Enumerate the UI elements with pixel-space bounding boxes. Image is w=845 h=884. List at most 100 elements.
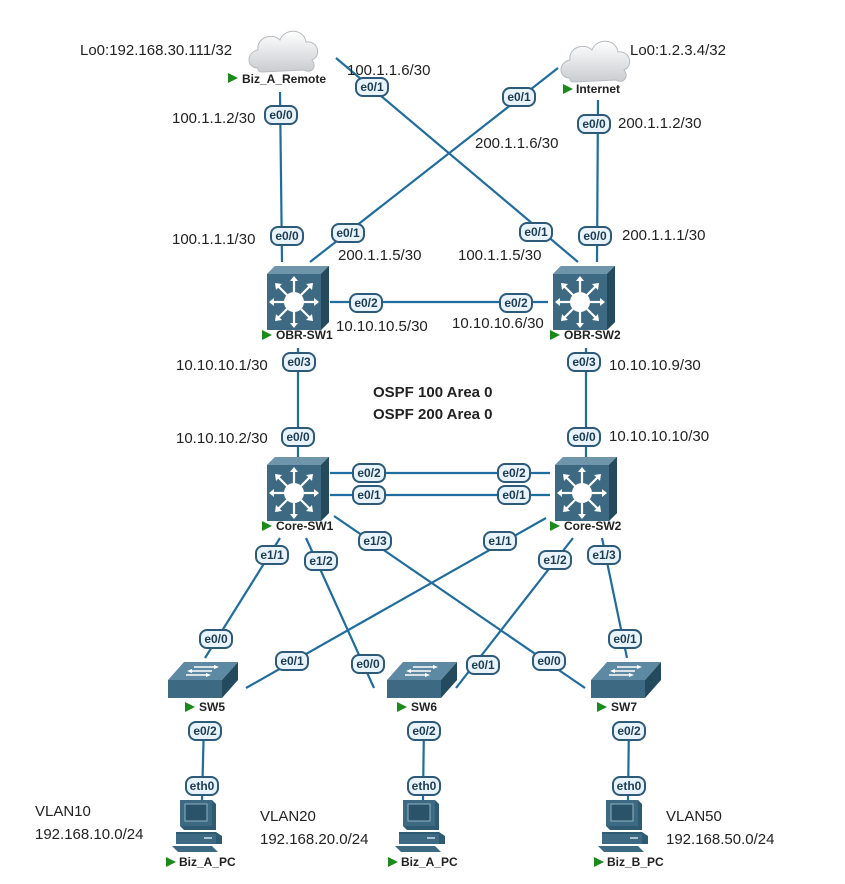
- node-obr-sw1[interactable]: OBR-SW1: [262, 264, 333, 342]
- port-badge-pc3-eth0[interactable]: eth0: [612, 776, 646, 796]
- node-core-sw2[interactable]: Core-SW2: [550, 455, 622, 533]
- port-badge-obr2-e02[interactable]: e0/2: [499, 293, 533, 313]
- port-label: e0/2: [357, 466, 381, 480]
- ip-label: 100.1.1.2/30: [172, 110, 255, 127]
- node-label: SW6: [411, 700, 437, 714]
- port-badge-core2-e00[interactable]: e0/0: [567, 427, 601, 447]
- port-badge-remote-e01[interactable]: e0/1: [355, 77, 389, 97]
- subnet-label: 192.168.50.0/24: [666, 831, 774, 848]
- play-icon: [262, 330, 272, 340]
- port-badge-core2-e01[interactable]: e0/1: [497, 485, 531, 505]
- node-pc2[interactable]: Biz_A_PC VLAN20 192.168.20.0/24: [260, 799, 458, 869]
- node-sw6[interactable]: SW6: [386, 661, 458, 714]
- port-label: e0/0: [582, 117, 606, 131]
- node-label: Biz_A_PC: [401, 855, 458, 869]
- port-badge-frame: [612, 721, 646, 741]
- port-badge-core1-e00[interactable]: e0/0: [281, 427, 315, 447]
- port-badge-sw7-e00[interactable]: e0/0: [532, 651, 566, 671]
- l2-switch-icon: [590, 661, 662, 699]
- port-badge-sw5-e00[interactable]: e0/0: [199, 629, 233, 649]
- port-badge-core1-e01[interactable]: e0/1: [352, 485, 386, 505]
- port-badge-sw7-e01[interactable]: e0/1: [608, 629, 642, 649]
- port-badge-sw7-e02[interactable]: e0/2: [612, 721, 646, 741]
- ip-label: 200.1.1.5/30: [338, 247, 421, 264]
- port-badge-obr1-e03[interactable]: e0/3: [282, 352, 316, 372]
- port-badge-frame: [185, 776, 219, 796]
- port-badge-sw6-e00[interactable]: e0/0: [351, 654, 385, 674]
- port-badge-frame: [270, 226, 304, 246]
- play-icon: [262, 521, 272, 531]
- port-badge-core2-e02[interactable]: e0/2: [497, 463, 531, 483]
- port-badge-frame: [358, 531, 392, 551]
- port-badge-obr2-e01[interactable]: e0/1: [519, 222, 553, 242]
- ospf-label-1: OSPF 100 Area 0: [373, 384, 493, 401]
- port-badge-core2-e12[interactable]: e1/2: [538, 550, 572, 570]
- subnet-label: 192.168.20.0/24: [260, 831, 368, 848]
- port-badge-obr1-e00[interactable]: e0/0: [270, 226, 304, 246]
- port-badge-inet-e01[interactable]: e0/1: [502, 87, 536, 107]
- port-badge-core2-e13[interactable]: e1/3: [587, 545, 621, 565]
- port-badge-pc2-eth0[interactable]: eth0: [407, 776, 441, 796]
- port-label: e0/2: [193, 724, 217, 738]
- l3-switch-icon: [551, 264, 617, 332]
- port-badge-frame: [331, 223, 365, 243]
- port-badge-sw5-e01[interactable]: e0/1: [275, 651, 309, 671]
- node-label: Core-SW1: [276, 519, 334, 533]
- port-label: e1/1: [260, 548, 284, 562]
- port-badge-frame: [483, 531, 517, 551]
- port-badge-frame: [275, 651, 309, 671]
- vlan-label: VLAN20: [260, 808, 316, 825]
- port-badge-frame: [351, 654, 385, 674]
- play-icon: [550, 330, 560, 340]
- node-obr-sw2[interactable]: OBR-SW2: [550, 264, 621, 342]
- port-badge-core1-e12[interactable]: e1/2: [304, 551, 338, 571]
- play-icon: [563, 84, 573, 94]
- port-badge-frame: [608, 629, 642, 649]
- port-badge-sw6-e01[interactable]: e0/1: [466, 655, 500, 675]
- node-sw7[interactable]: SW7: [590, 661, 662, 714]
- port-badge-remote-e00[interactable]: e0/0: [264, 105, 298, 125]
- port-badge-sw6-e02[interactable]: e0/2: [407, 721, 441, 741]
- play-icon: [597, 702, 607, 712]
- port-badge-frame: [255, 545, 289, 565]
- port-badge-frame: [352, 463, 386, 483]
- ip-labels: 100.1.1.2/30 100.1.1.6/30 200.1.1.2/30 2…: [172, 62, 709, 447]
- node-label: Biz_B_PC: [607, 855, 664, 869]
- node-biz-a-remote[interactable]: Biz_A_Remote Lo0:192.168.30.111/32: [80, 30, 326, 86]
- port-label: e0/1: [280, 654, 304, 668]
- node-pc1[interactable]: Biz_A_PC VLAN10 192.168.10.0/24: [35, 799, 236, 869]
- port-label: e0/1: [336, 226, 360, 240]
- port-badge-core1-e02[interactable]: e0/2: [352, 463, 386, 483]
- port-badge-core1-e11[interactable]: e1/1: [255, 545, 289, 565]
- ip-label: 10.10.10.1/30: [176, 357, 268, 374]
- port-label: e0/3: [287, 355, 311, 369]
- node-core-sw1[interactable]: Core-SW1: [262, 455, 334, 533]
- node-pc3[interactable]: Biz_B_PC VLAN50 192.168.50.0/24: [594, 799, 774, 869]
- port-badge-frame: [612, 776, 646, 796]
- port-badge-pc1-eth0[interactable]: eth0: [185, 776, 219, 796]
- vlan-label: VLAN10: [35, 803, 91, 820]
- port-badge-core1-e13[interactable]: e1/3: [358, 531, 392, 551]
- node-sw5[interactable]: SW5: [167, 661, 239, 714]
- port-badge-frame: [264, 105, 298, 125]
- port-badge-obr1-e02[interactable]: e0/2: [349, 293, 383, 313]
- node-label: Core-SW2: [564, 519, 622, 533]
- cloud-icon: [248, 30, 319, 73]
- port-badge-frame: [352, 485, 386, 505]
- port-label: e0/2: [502, 466, 526, 480]
- port-badge-obr2-e00[interactable]: e0/0: [578, 226, 612, 246]
- port-badge-core2-e11[interactable]: e1/1: [483, 531, 517, 551]
- ip-label: 200.1.1.1/30: [622, 227, 705, 244]
- port-label: e0/1: [471, 658, 495, 672]
- port-badge-frame: [466, 655, 500, 675]
- port-badge-frame: [199, 629, 233, 649]
- port-badge-inet-e00[interactable]: e0/0: [577, 114, 611, 134]
- ip-label: 100.1.1.5/30: [458, 247, 541, 264]
- port-badge-frame: [538, 550, 572, 570]
- port-badge-obr1-e01[interactable]: e0/1: [331, 223, 365, 243]
- port-badge-sw5-e02[interactable]: e0/2: [188, 721, 222, 741]
- port-label: e0/0: [537, 654, 561, 668]
- node-internet[interactable]: Internet Lo0:1.2.3.4/32: [560, 40, 726, 96]
- port-badge-obr2-e03[interactable]: e0/3: [567, 352, 601, 372]
- cloud-icon: [560, 40, 631, 83]
